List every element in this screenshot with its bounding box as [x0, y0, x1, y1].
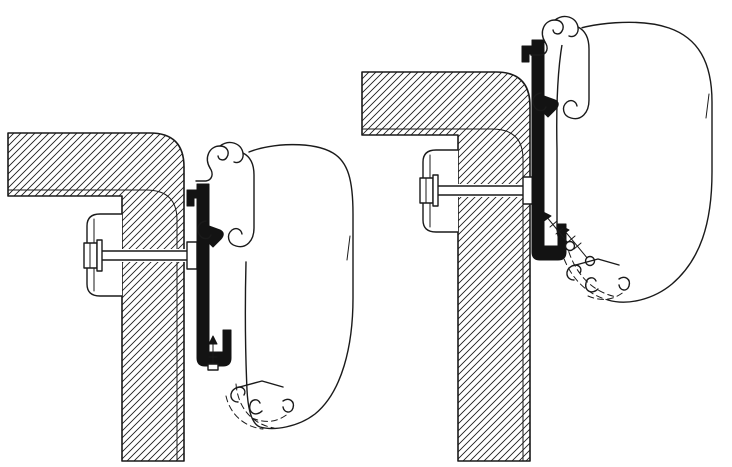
wall-cross-section	[7, 132, 185, 462]
adapter-bracket	[196, 183, 232, 367]
bolt-shaft-backing	[436, 184, 534, 197]
adapter-bracket-top-hook	[186, 189, 198, 207]
bolt-shaft-backing	[100, 249, 200, 262]
awning-cassette-outline	[563, 21, 713, 303]
rail-profile-upper-left-hook	[195, 167, 213, 182]
hidden-outline-arc-1	[235, 383, 275, 429]
lower-rail-hook-c	[618, 276, 631, 291]
lower-rail-hook-b	[248, 399, 263, 415]
rail-profile-lower-left-hook	[197, 220, 212, 240]
bolt-shaft	[435, 185, 535, 196]
lower-rail-hook-c	[282, 398, 295, 413]
bolt-washer	[432, 174, 439, 207]
lower-rail-spine	[571, 258, 620, 267]
hidden-outline-arc-2	[565, 241, 618, 298]
adapter-bracket-top-hook	[521, 45, 533, 63]
fixing-screw-shaft	[208, 341, 218, 365]
rail-profile-lower-left-hook	[532, 92, 547, 112]
left-assembly-diagram	[7, 132, 354, 462]
awning-cassette-left-edge	[556, 33, 565, 231]
rail-profile-crown-left-curl	[541, 19, 564, 43]
awning-cassette-outline	[244, 143, 354, 430]
bolt-washer	[96, 239, 103, 272]
fixing-screw-2-shaft	[545, 215, 569, 244]
adapter-bracket-claw	[208, 225, 224, 248]
cassette-seam-mark	[705, 93, 710, 119]
lower-rail-hook-b	[584, 277, 599, 293]
fixing-screw-head	[207, 363, 219, 371]
fixing-screw-2-head	[564, 240, 576, 252]
wall-cross-section	[361, 71, 531, 462]
fixing-screw-tip	[208, 335, 218, 345]
rail-profile-right-wall	[227, 152, 255, 248]
adapter-bracket	[531, 39, 567, 261]
rail-profile-body	[547, 21, 589, 120]
rail-profile-upper-left-hook	[530, 41, 548, 56]
lower-rail-hidden-line	[251, 412, 290, 422]
hidden-outline-arc-2	[225, 395, 264, 430]
rail-profile-right-wall	[562, 26, 590, 120]
wall-inner-skin-line	[361, 128, 524, 462]
lower-rail-spine	[235, 380, 284, 389]
bolt-nut	[186, 241, 198, 270]
fixing-screw-2-tip	[542, 211, 552, 222]
right-assembly-diagram	[361, 15, 713, 462]
bolt-shaft	[99, 250, 201, 261]
rail-profile-crown-left-curl	[206, 145, 229, 169]
adapter-bracket-claw	[543, 95, 559, 118]
lower-rail-hidden-line	[587, 290, 626, 300]
wall-inner-skin-line	[7, 189, 178, 462]
cassette-seam-mark	[346, 235, 351, 261]
rail-profile-body	[212, 147, 254, 248]
